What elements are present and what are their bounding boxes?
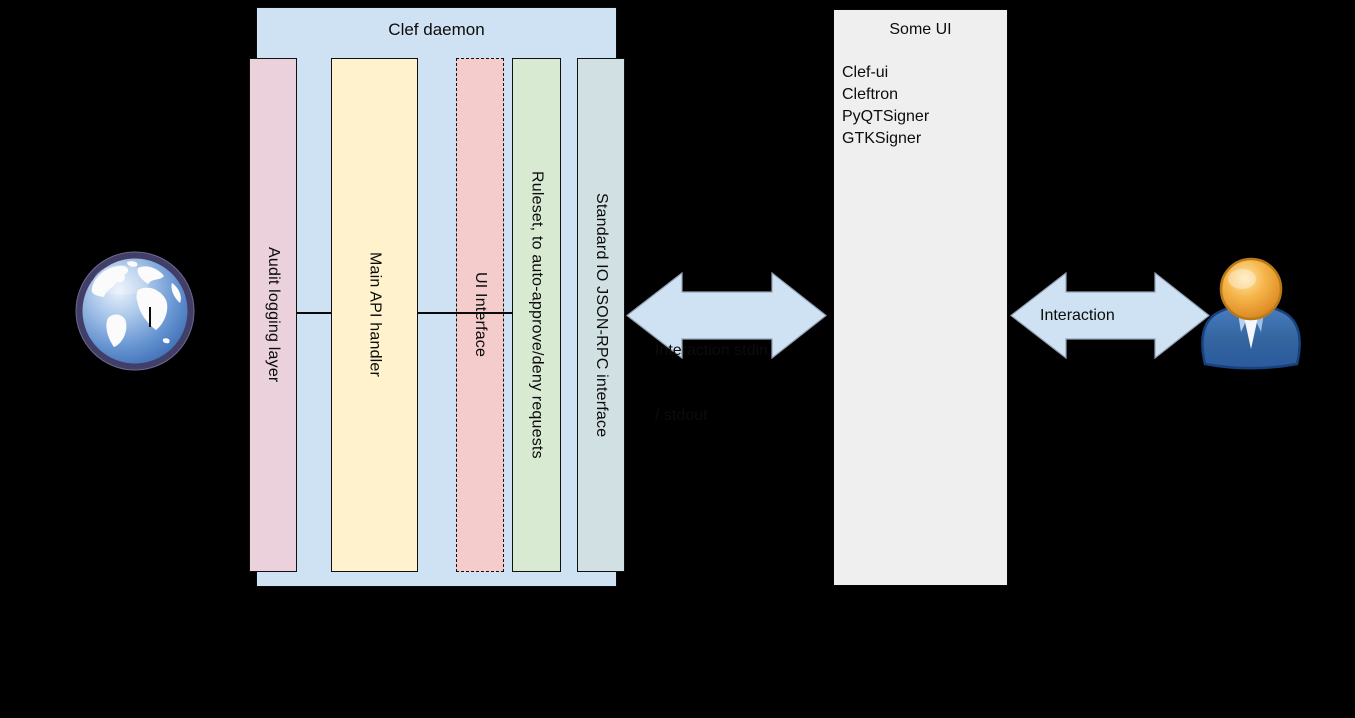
- column-main-api-handler: Main API handler: [331, 58, 418, 572]
- column-label: Audit logging layer: [265, 247, 282, 383]
- column-ui-interface: UI Interface: [456, 58, 504, 572]
- some-ui-list: Clef-ui Cleftron PyQTSigner GTKSigner: [842, 62, 1002, 150]
- list-item-pyqtsigner: PyQTSigner: [842, 108, 930, 125]
- column-label: Standard IO JSON-RPC interface: [593, 192, 610, 438]
- clef-daemon-container: [256, 7, 617, 587]
- stdin-stdout-arrow-label: Interaction stdin / stdout: [655, 297, 768, 469]
- clef-daemon-title: Clef daemon: [388, 20, 485, 39]
- arrow-label-line1: Interaction stdin: [655, 342, 768, 359]
- interaction-arrow-label: Interaction: [1040, 307, 1115, 324]
- column-label: Main API handler: [366, 252, 384, 378]
- globe-icon: [75, 251, 195, 371]
- column-label: UI Interface: [472, 272, 489, 358]
- connector-line-audit-api: [297, 312, 331, 314]
- column-label: Ruleset, to auto-approve/deny requests: [528, 171, 546, 459]
- globe-marker-line: [149, 307, 151, 327]
- column-audit-logging-layer: Audit logging layer: [249, 58, 297, 572]
- some-ui-title: Some UI: [889, 21, 952, 38]
- list-item-gtksigner: GTKSigner: [842, 130, 922, 147]
- some-ui-box: [833, 9, 1008, 586]
- stdin-stdout-arrow: [626, 272, 827, 359]
- list-item-cleftron: Cleftron: [842, 86, 899, 103]
- connector-line-api-ruleset: [418, 312, 513, 314]
- interaction-arrow: [1010, 272, 1210, 359]
- list-item-clef-ui: Clef-ui: [842, 64, 889, 81]
- column-stdio-jsonrpc-interface: Standard IO JSON-RPC interface: [577, 58, 625, 572]
- arrow-label-line2: / stdout: [655, 406, 708, 424]
- person-icon: [1201, 257, 1301, 370]
- column-ruleset: Ruleset, to auto-approve/deny requests: [512, 58, 561, 572]
